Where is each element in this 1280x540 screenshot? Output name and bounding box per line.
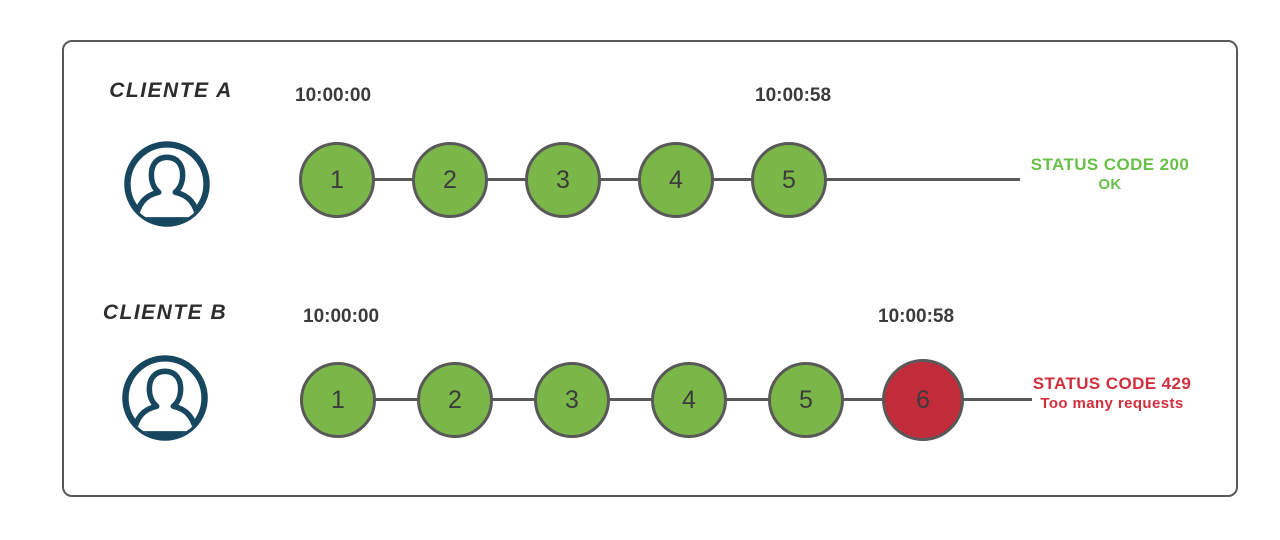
request-number: 5 (799, 385, 813, 414)
client-b-user-icon (122, 355, 208, 441)
client-b-request-2: 2 (417, 362, 493, 438)
client-a-request-1: 1 (299, 142, 375, 218)
request-number: 2 (448, 385, 462, 414)
client-a-status: STATUS CODE 200 OK (1026, 155, 1194, 195)
client-a-start-time: 10:00:00 (295, 85, 372, 106)
request-number: 4 (682, 385, 696, 414)
client-b-start-time: 10:00:00 (303, 306, 380, 327)
client-a-label: CLIENTE A (109, 79, 233, 102)
request-number: 2 (443, 165, 457, 194)
client-a-request-3: 3 (525, 142, 601, 218)
request-number: 1 (330, 165, 344, 194)
client-a-status-code: STATUS CODE 200 (1030, 155, 1190, 174)
request-number: 6 (916, 385, 930, 414)
client-b-request-4: 4 (651, 362, 727, 438)
client-a-request-2: 2 (412, 142, 488, 218)
request-number: 1 (331, 385, 345, 414)
request-number: 3 (556, 165, 570, 194)
client-b-status: STATUS CODE 429 Too many requests (1028, 374, 1196, 414)
client-b-request-5: 5 (768, 362, 844, 438)
client-b-request-3: 3 (534, 362, 610, 438)
request-number: 5 (782, 165, 796, 194)
client-a-request-4: 4 (638, 142, 714, 218)
client-b-end-time: 10:00:58 (878, 306, 955, 327)
client-a-status-message: OK (1098, 176, 1122, 193)
request-number: 3 (565, 385, 579, 414)
request-number: 4 (669, 165, 683, 194)
client-b-status-code: STATUS CODE 429 (1032, 374, 1192, 393)
diagram-panel (62, 40, 1238, 497)
client-b-label: CLIENTE B (102, 301, 228, 324)
client-b-status-message: Too many requests (1040, 395, 1184, 412)
client-b-request-6-rate-limited: 6 (882, 359, 964, 441)
client-b-request-1: 1 (300, 362, 376, 438)
client-a-user-icon (124, 141, 210, 227)
client-a-request-5: 5 (751, 142, 827, 218)
client-a-end-time: 10:00:58 (755, 85, 832, 106)
